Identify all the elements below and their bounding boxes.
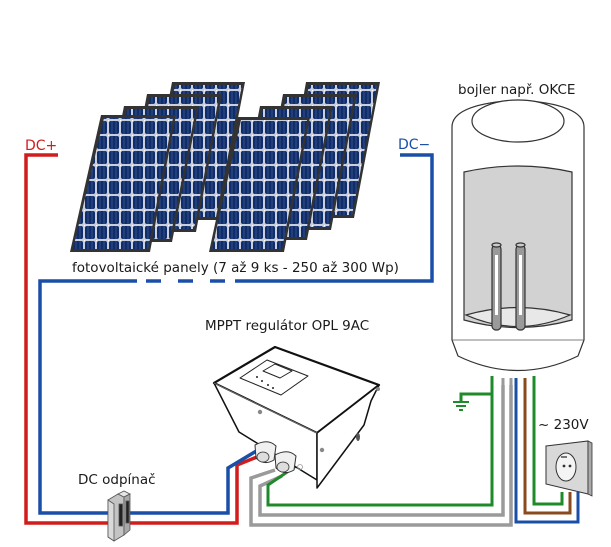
wall-socket [545, 440, 593, 497]
heating-element [491, 242, 502, 331]
disconnector-label: DC odpínač [78, 472, 156, 488]
boiler-wire-entries [490, 376, 536, 386]
ac-wires [514, 385, 580, 524]
dc-minus-label: DC− [398, 137, 430, 153]
boiler [451, 99, 585, 372]
dc-plus-label: DC+ [25, 138, 57, 154]
cable-gland [254, 441, 277, 464]
panels-label: fotovoltaické panely (7 až 9 ks - 250 až… [72, 260, 399, 276]
dc-positive-wire [24, 153, 263, 525]
solar-panel [209, 117, 310, 252]
ac-voltage-label: ~ 230V [538, 417, 589, 433]
heater-wires [249, 385, 513, 527]
dc-negative-wire [38, 153, 434, 515]
solar-panel-array [70, 82, 380, 252]
boiler-label: bojler např. OKCE [458, 82, 575, 98]
regulator-ground-wire [266, 385, 494, 507]
heating-element [515, 242, 526, 331]
regulator-display [239, 359, 309, 396]
regulator-label: MPPT regulátor OPL 9AC [205, 318, 369, 334]
solar-panel [70, 115, 176, 252]
dc-disconnector [107, 490, 131, 542]
mppt-regulator [212, 345, 381, 489]
ground-symbol-icon [453, 401, 469, 411]
cable-gland [274, 451, 297, 474]
